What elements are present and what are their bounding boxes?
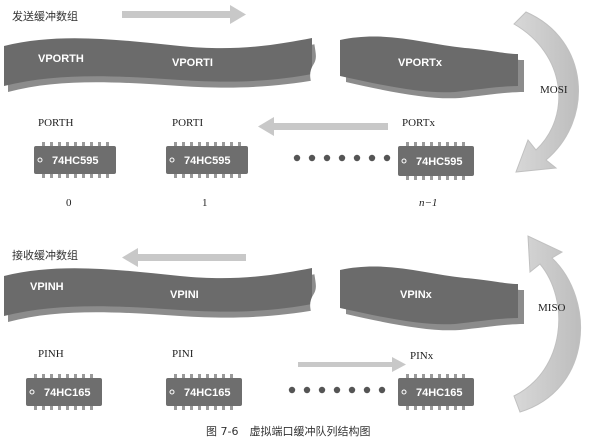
pin-label-i: PINI — [172, 348, 194, 360]
send-buffer-title: 发送缓冲数组 — [12, 10, 78, 23]
pin-label-x: PINx — [410, 350, 434, 362]
send-direction-arrow — [122, 5, 246, 24]
chip-label: 74HC595 — [416, 156, 462, 168]
chip-label: 74HC165 — [416, 387, 462, 399]
chip-label: 74HC165 — [184, 387, 230, 399]
input-register-chip-1: 74HC165 — [166, 374, 242, 410]
chip-label: 74HC595 — [52, 155, 98, 167]
receive-direction-arrow — [122, 248, 246, 267]
shift-register-chip-x: 74HC595 — [398, 142, 474, 180]
port-label-x: PORTx — [402, 117, 435, 129]
port-shift-arrow — [258, 117, 388, 136]
input-register-chip-0: 74HC165 — [26, 374, 102, 410]
chip-label: 74HC165 — [44, 387, 90, 399]
pin-shift-arrow — [298, 357, 406, 372]
chip-index-1: 1 — [202, 197, 208, 209]
mosi-label: MOSI — [540, 84, 568, 96]
ellipsis-dots-top — [293, 154, 391, 162]
band-label-vporti: VPORTI — [172, 57, 213, 69]
chip-index-0: 0 — [66, 197, 72, 209]
shift-register-chip-0: 74HC595 — [34, 142, 116, 178]
band-label-vportx: VPORTx — [398, 57, 443, 69]
send-buffer-band: VPORTH VPORTI VPORTx — [4, 26, 524, 100]
receive-buffer-band: VPINH VPINI VPINx — [4, 256, 524, 331]
receive-buffer-title: 接收缓冲数组 — [12, 249, 78, 262]
chip-label: 74HC595 — [184, 155, 230, 167]
band-label-vporth: VPORTH — [38, 53, 84, 65]
input-register-chip-x: 74HC165 — [398, 374, 474, 410]
band-label-vpinx: VPINx — [400, 289, 433, 301]
port-label-h: PORTH — [38, 117, 74, 129]
port-label-i: PORTI — [172, 117, 204, 129]
ellipsis-dots-bottom — [288, 386, 386, 394]
shift-register-chip-1: 74HC595 — [166, 142, 248, 178]
miso-curved-arrow — [513, 235, 582, 413]
band-label-vpini: VPINI — [170, 289, 199, 301]
band-label-vpinh: VPINH — [30, 281, 64, 293]
pin-label-h: PINH — [38, 348, 64, 360]
miso-label: MISO — [538, 302, 566, 314]
chip-index-last: n−1 — [419, 197, 438, 209]
mosi-curved-arrow — [513, 11, 579, 173]
figure-caption: 图 7-6 虚拟端口缓冲队列结构图 — [206, 425, 371, 438]
